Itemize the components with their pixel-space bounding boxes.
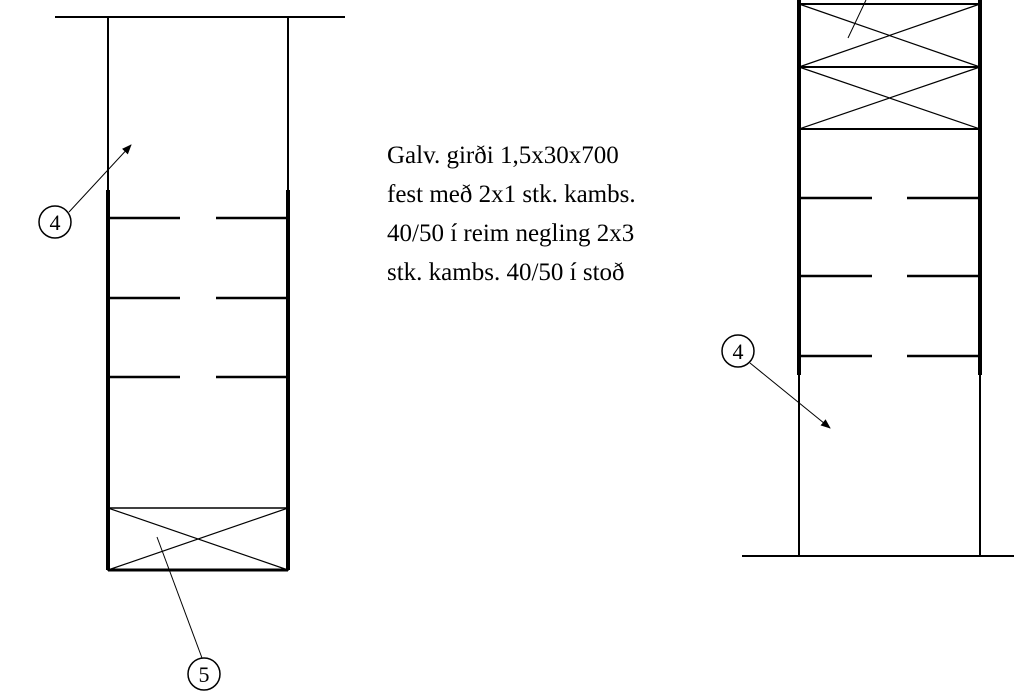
note-line-2: fest með 2x1 stk. kambs. xyxy=(387,181,636,208)
left-upper-callout: 4 xyxy=(38,144,132,239)
right-post-assembly: 4 xyxy=(721,0,1014,557)
note-line-1: Galv. girði 1,5x30x700 xyxy=(387,142,619,169)
left-crossed-block xyxy=(107,507,289,571)
note-line-3: 40/50 í reim negling 2x3 xyxy=(387,220,635,247)
right-callout: 4 xyxy=(721,334,831,429)
callout-label-4-right: 4 xyxy=(733,339,744,364)
right-upper-leader-line xyxy=(847,0,867,39)
left-lower-callout: 5 xyxy=(156,536,221,691)
callout-label-4-left: 4 xyxy=(50,210,61,235)
right-crossed-block-lower xyxy=(798,66,981,130)
left-post-assembly: 4 5 xyxy=(38,16,345,691)
callout-label-5: 5 xyxy=(199,662,210,687)
right-crossed-block-upper xyxy=(798,3,981,68)
note-line-4: stk. kambs. 40/50 í stoð xyxy=(387,259,625,286)
specification-note: Galv. girði 1,5x30x700 fest með 2x1 stk.… xyxy=(387,136,636,292)
